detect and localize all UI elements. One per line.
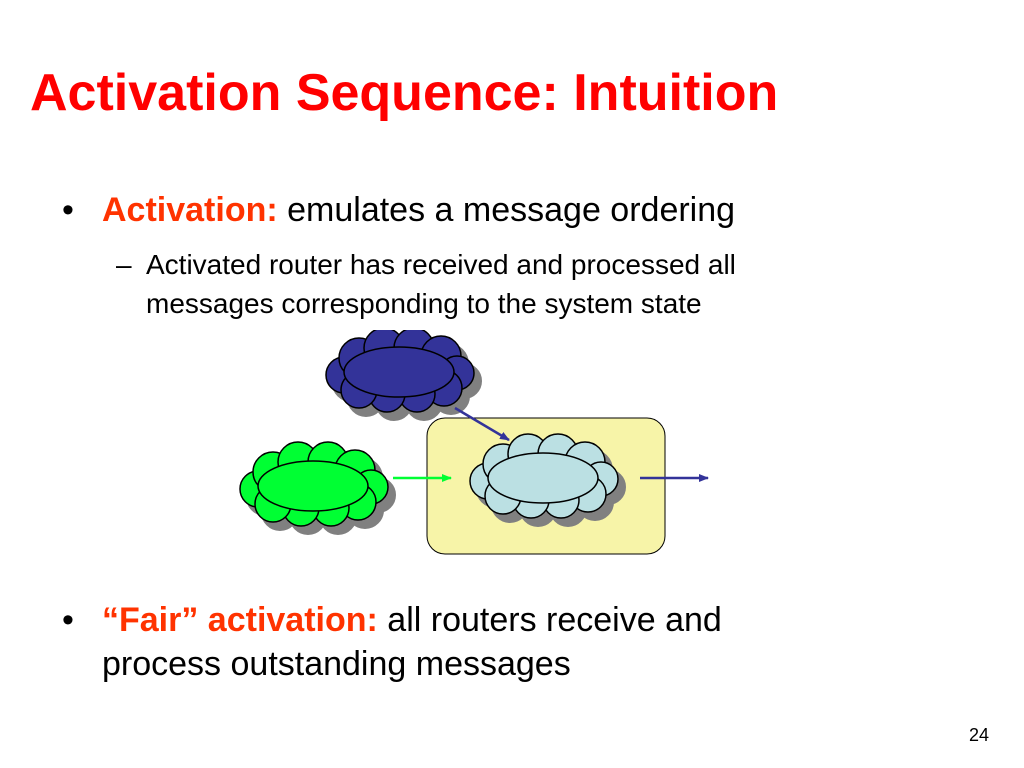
sub-bullet-line-2: messages corresponding to the system sta… [146, 288, 702, 319]
blue-router-cloud [325, 330, 482, 421]
arrow-blue-to-activated [454, 406, 510, 442]
bullet-emphasis: Activation: [102, 191, 278, 229]
sub-bullet-line-1: Activated router has received and proces… [146, 249, 736, 280]
bullet-body: all routers receive and [377, 601, 722, 639]
bullet-text: “Fair” activation: all routers receive a… [102, 598, 722, 686]
bullet-activation: • Activation: emulates a message orderin… [62, 188, 962, 238]
bullet-text: Activation: emulates a message ordering [102, 188, 735, 232]
bullet-marker: • [62, 601, 74, 639]
page-number: 24 [968, 725, 989, 745]
bullet-body: emulates a message ordering [277, 191, 736, 229]
bullet-body-line-2: process outstanding messages [102, 645, 571, 683]
activation-diagram [239, 330, 709, 555]
bullet-emphasis: “Fair” activation: [102, 601, 378, 639]
bullet-marker: • [62, 191, 74, 229]
bullet-fair-activation: • “Fair” activation: all routers receive… [62, 598, 962, 694]
sub-bullet-marker: – [116, 249, 132, 280]
green-router-cloud [239, 441, 396, 535]
slide-title: Activation Sequence: Intuition [30, 64, 779, 122]
sub-bullet-text: Activated router has received and proces… [146, 245, 736, 323]
